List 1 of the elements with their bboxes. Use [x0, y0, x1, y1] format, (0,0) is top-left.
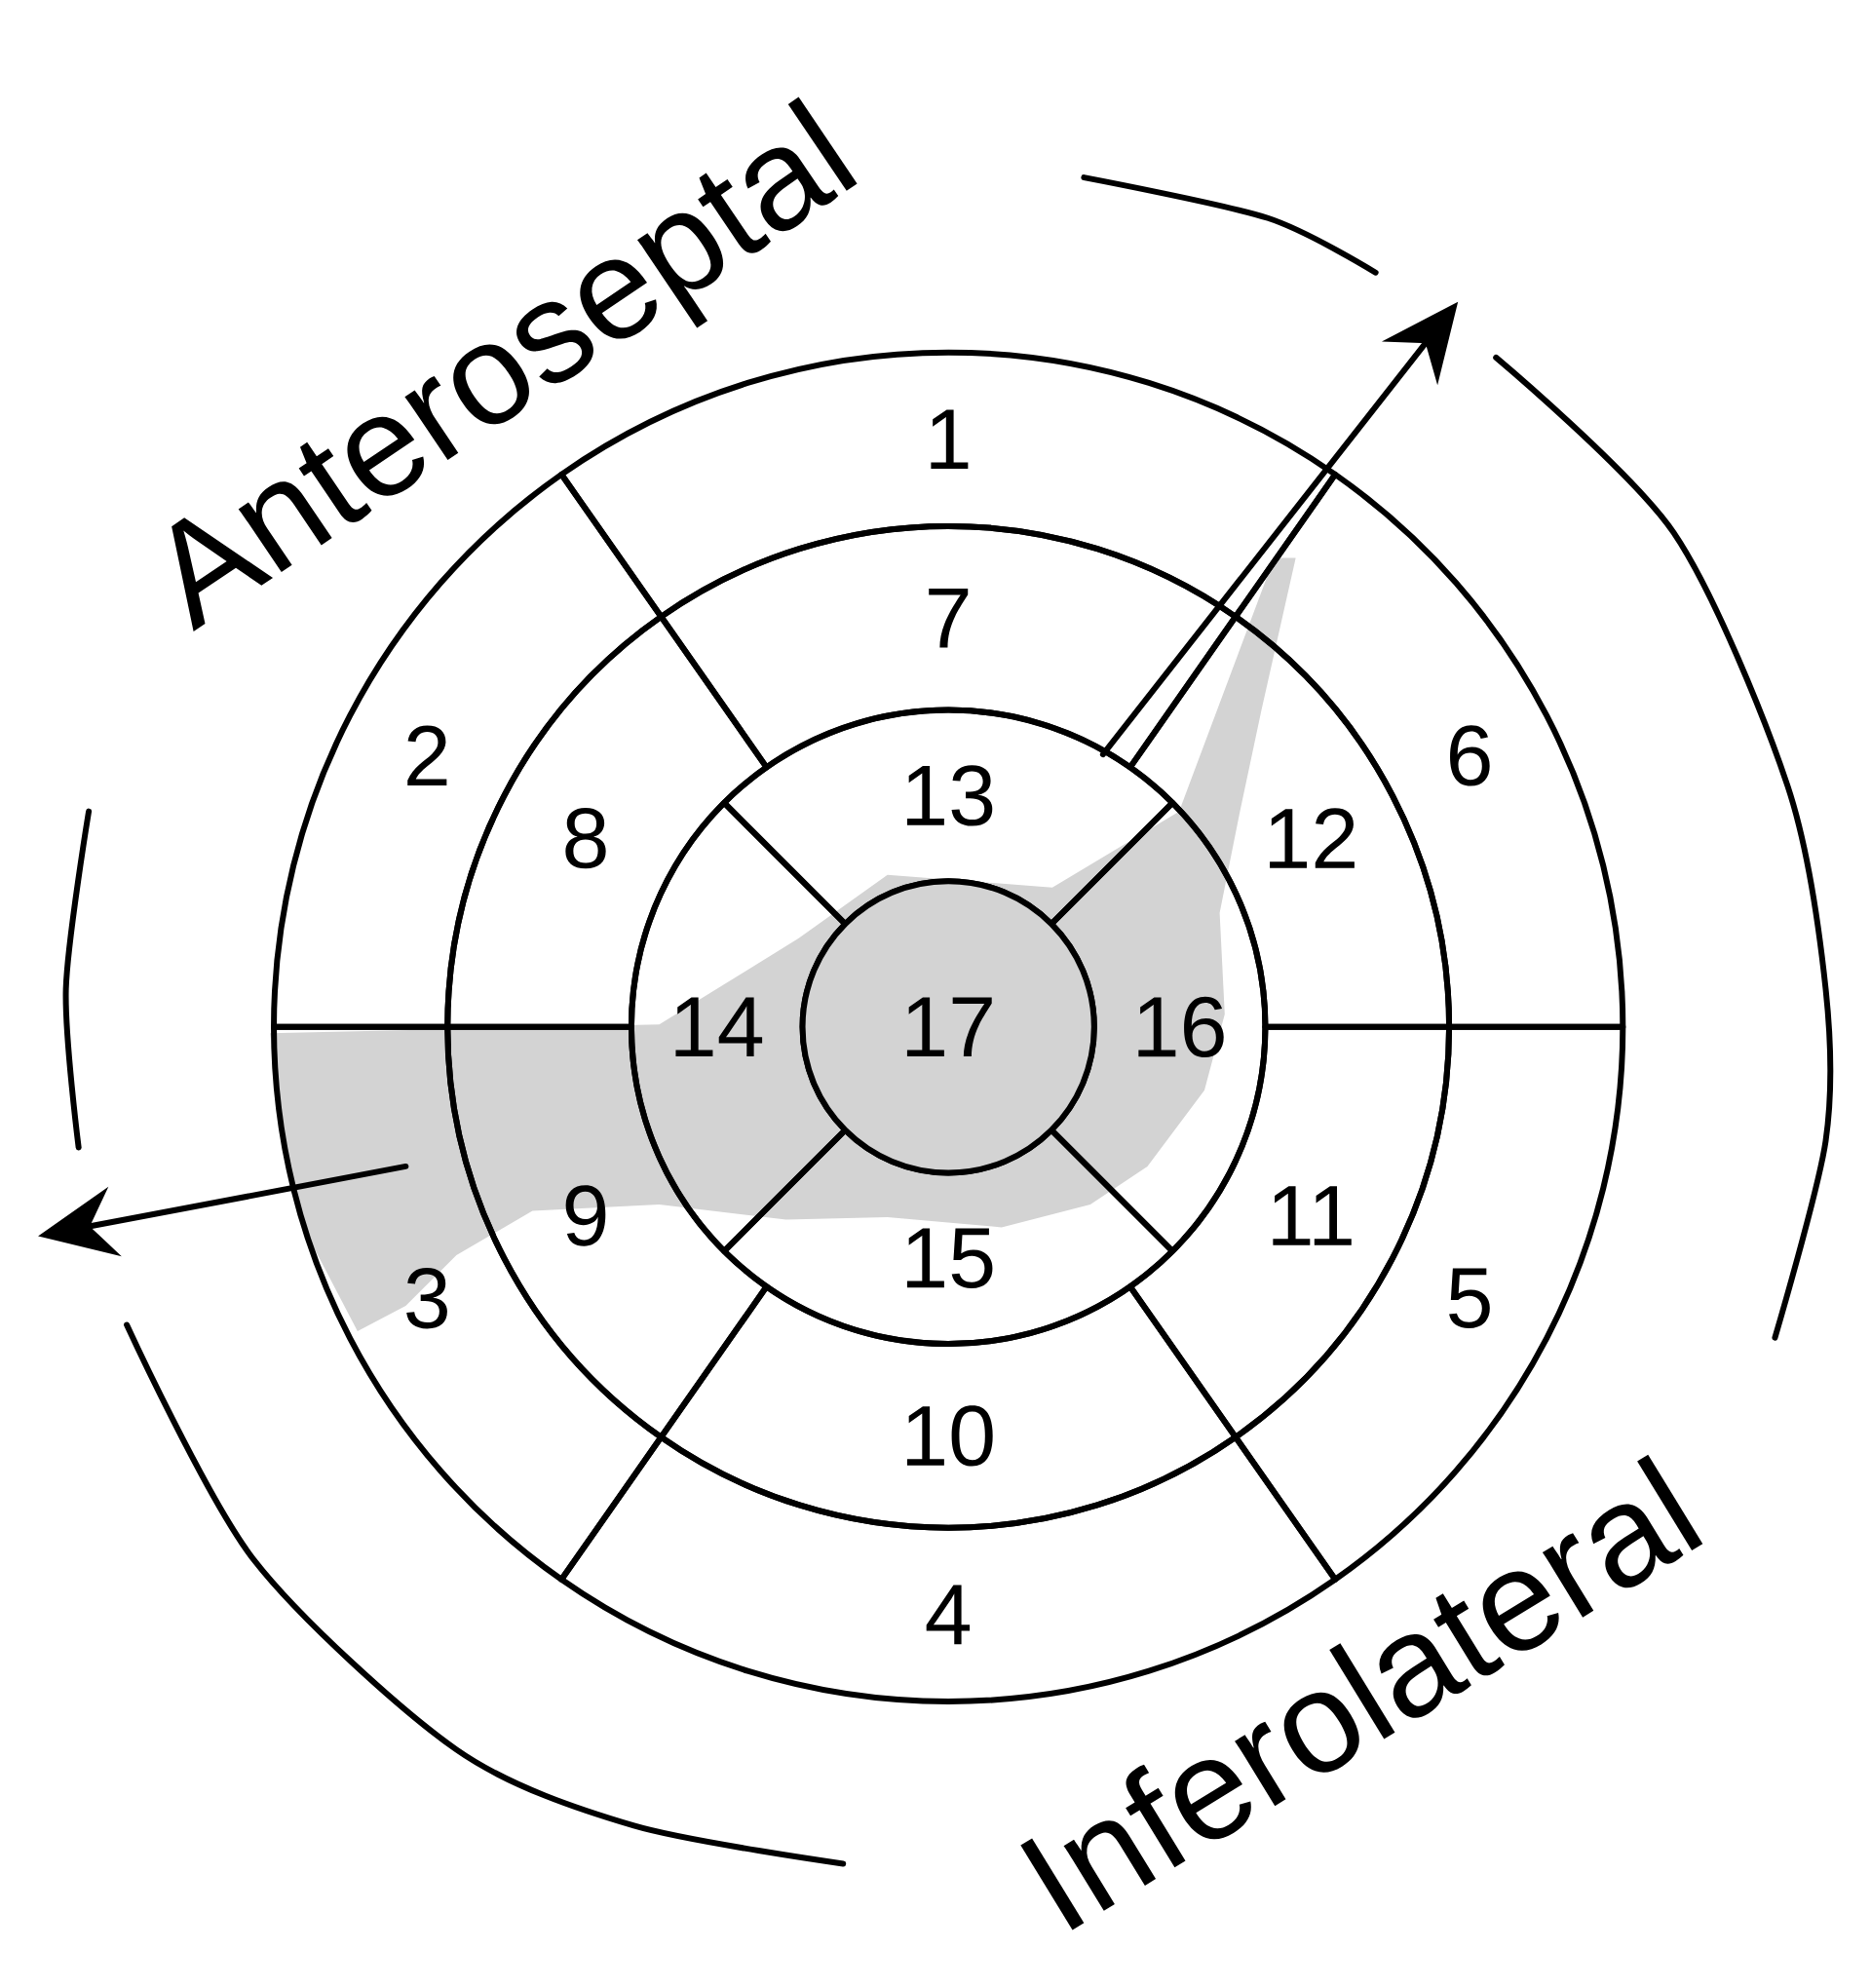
segment: 17 — [799, 878, 1097, 1176]
